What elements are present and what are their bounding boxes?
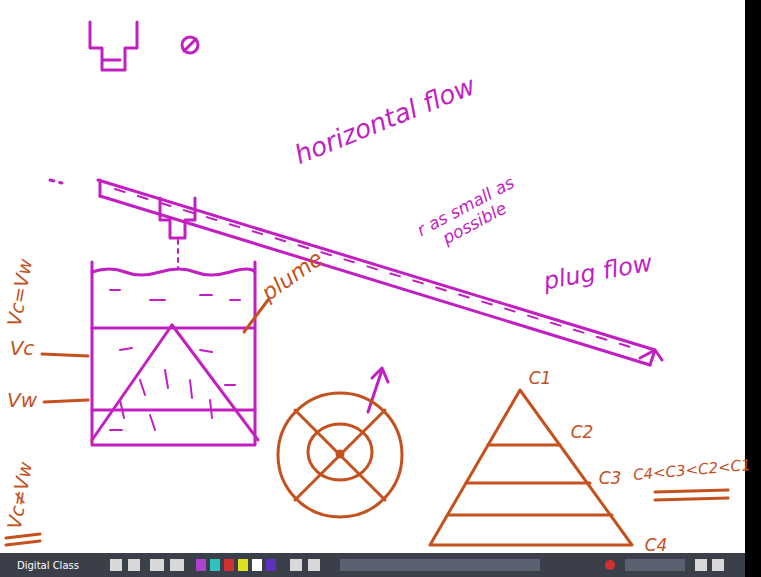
screen-border — [745, 0, 761, 577]
velocity-note: Vc≠Vw — [4, 460, 36, 531]
velocity-note: Vc=Vw — [4, 257, 36, 328]
inequality-note: C4<C3<C2<C1 — [633, 457, 752, 484]
concentration-label: C1 — [529, 369, 552, 388]
flow-type: plug flow — [542, 249, 655, 294]
radius-note: r as small as possible — [408, 170, 532, 259]
toolbar-text: Digital Class — [17, 560, 79, 571]
brown-sketch — [6, 300, 728, 545]
pink-sketch — [50, 22, 662, 445]
toolbar — [0, 553, 745, 577]
concentration-label: C3 — [599, 469, 622, 488]
concentration-label: C2 — [571, 423, 594, 442]
velocity-label: Vc — [10, 337, 35, 359]
flow-note: horizontal flow — [291, 71, 480, 169]
concentration-label: C4 — [645, 536, 668, 555]
toolbar-icons — [110, 559, 724, 571]
velocity-label: Vw — [7, 389, 37, 411]
